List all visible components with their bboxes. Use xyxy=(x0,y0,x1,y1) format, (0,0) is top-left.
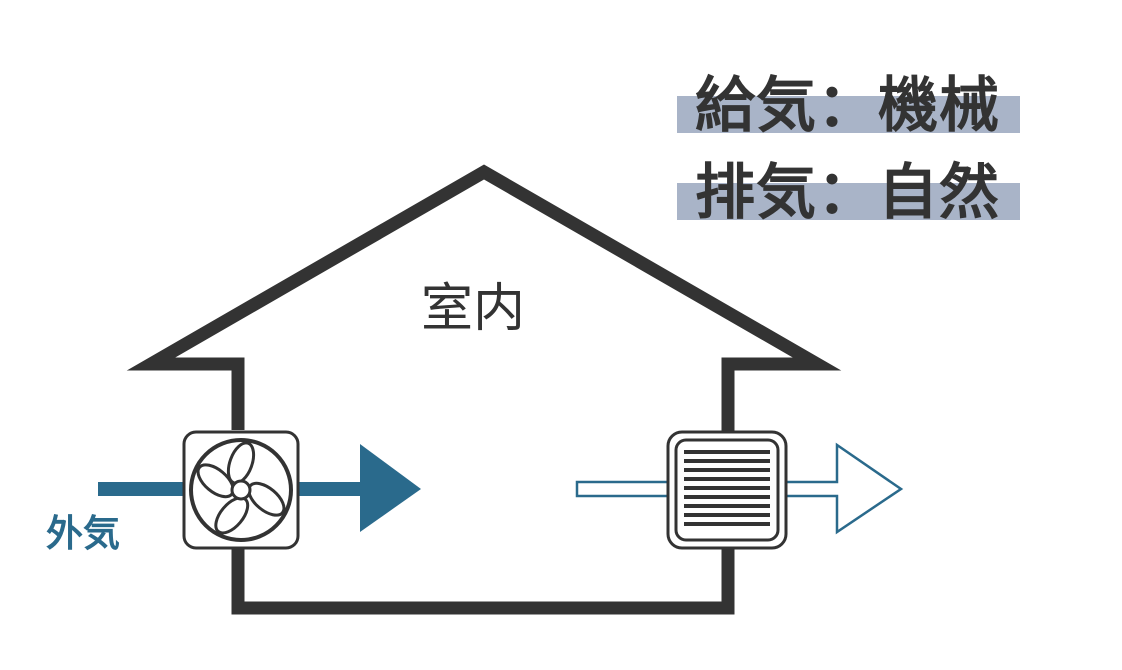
house-outline xyxy=(126,164,842,615)
legend-supply: 給気：機械 xyxy=(677,66,1020,146)
supply-airflow xyxy=(98,444,421,532)
legend-exhaust-label: 排気：自然 xyxy=(695,158,1000,228)
louver-vent-icon xyxy=(666,430,788,550)
legend-supply-label: 給気：機械 xyxy=(695,71,1000,141)
supply-outlet-duct xyxy=(298,482,362,496)
legend-supply-band xyxy=(677,96,1020,133)
supply-inlet-duct xyxy=(98,482,183,496)
outside-air-label: 外気 xyxy=(46,512,120,555)
room-label: 室内 xyxy=(421,279,526,339)
house-roof-and-walls xyxy=(126,164,842,615)
supply-arrow-head xyxy=(360,444,421,532)
legend-exhaust-band xyxy=(677,183,1020,220)
fan-icon xyxy=(182,430,300,550)
legend-exhaust: 排気：自然 xyxy=(677,153,1020,233)
